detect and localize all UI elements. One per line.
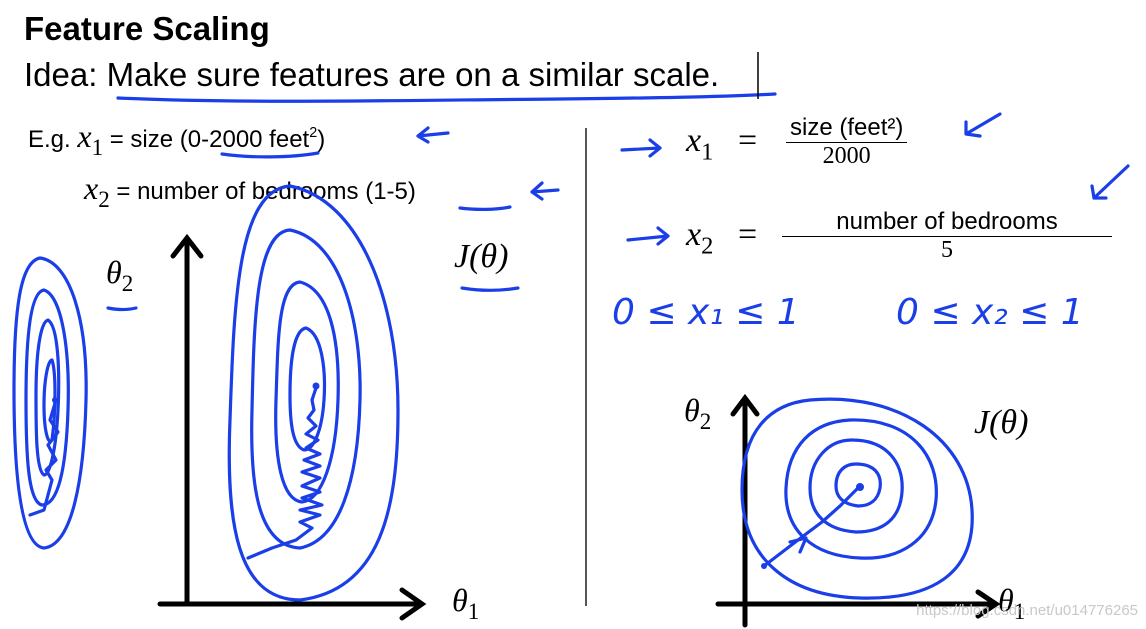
left-plot-contours [227,184,400,602]
x1-close-paren: ) [317,126,326,153]
scaled-x1-denominator: 2000 [822,143,871,169]
fraction2-arrow-icon [1090,164,1130,200]
idea-suffix: . [710,56,720,93]
scaled-x2-fraction: number of bedrooms 5 [782,208,1112,264]
idea-underline [116,92,777,103]
eg-label: E.g. [28,126,78,153]
x1-desc: = size ( [103,126,188,153]
scaled-x1-numerator: size (feet²) [786,114,908,143]
right-plot-axes [715,393,1001,628]
scaled-x1-equals: = [738,122,758,159]
j-theta-underline [460,286,520,292]
x1-symbol: x1 [77,118,104,161]
idea-line: Idea: Make sure features are on a simila… [24,56,719,94]
left-theta2-label: θ2 [106,254,134,297]
example-x2-line: x2 = number of bedrooms (1-5) [84,170,416,213]
right-plot-contours [740,397,974,600]
scaled-x1-fraction: size (feet²) 2000 [786,114,908,170]
handwritten-range-x1: 0 ≤ x₁ ≤ 1 [612,292,800,333]
example-x1-line: E.g. x1 = size (0-2000 feet2) [28,118,325,161]
x1-range: 0-2000 [187,126,263,153]
handwritten-range-x2: 0 ≤ x₂ ≤ 1 [896,292,1084,333]
left-plot-axes [157,233,427,621]
fraction1-arrow-icon [964,112,1002,138]
x1-unit-sup: 2 [309,124,318,141]
x2-close-paren: ) [407,178,416,205]
x2-arrow-icon [530,181,560,201]
scaled-x1-symbol: x1 [686,122,714,166]
idea-text: Make sure features are on a similar scal… [106,56,711,93]
scaled-x2-symbol: x2 [686,216,714,260]
scaled-x2-numerator: number of bedrooms [782,208,1112,237]
right-theta1-label: θ1 [998,582,1026,625]
left-skinny-contours [12,256,88,550]
right-cost-label: J(θ) [974,404,1029,441]
x1-arrow-icon [416,126,450,144]
x1-unit: feet [262,126,310,153]
left-theta1-label: θ1 [452,582,480,625]
idea-prefix: Idea: [24,56,107,93]
column-divider [585,128,587,606]
watermark-text: https://blog.csdn.net/u014776265 [916,602,1138,619]
x2-range-underline [458,205,512,211]
scaled-x2-arrow-icon [626,226,670,246]
x2-range: 1-5 [373,178,408,205]
slide-title: Feature Scaling [24,10,270,47]
x2-desc: = number of bedrooms ( [109,178,374,205]
scaled-x2-denominator: 5 [941,237,953,263]
left-cost-label: J(θ) [454,238,509,275]
scaled-x1-arrow-icon [620,138,662,158]
x1-range-underline [220,151,320,159]
theta2-underline [106,306,138,312]
right-theta2-label: θ2 [684,392,712,435]
scaled-x2-equals: = [738,216,758,253]
x2-symbol: x2 [84,170,110,213]
